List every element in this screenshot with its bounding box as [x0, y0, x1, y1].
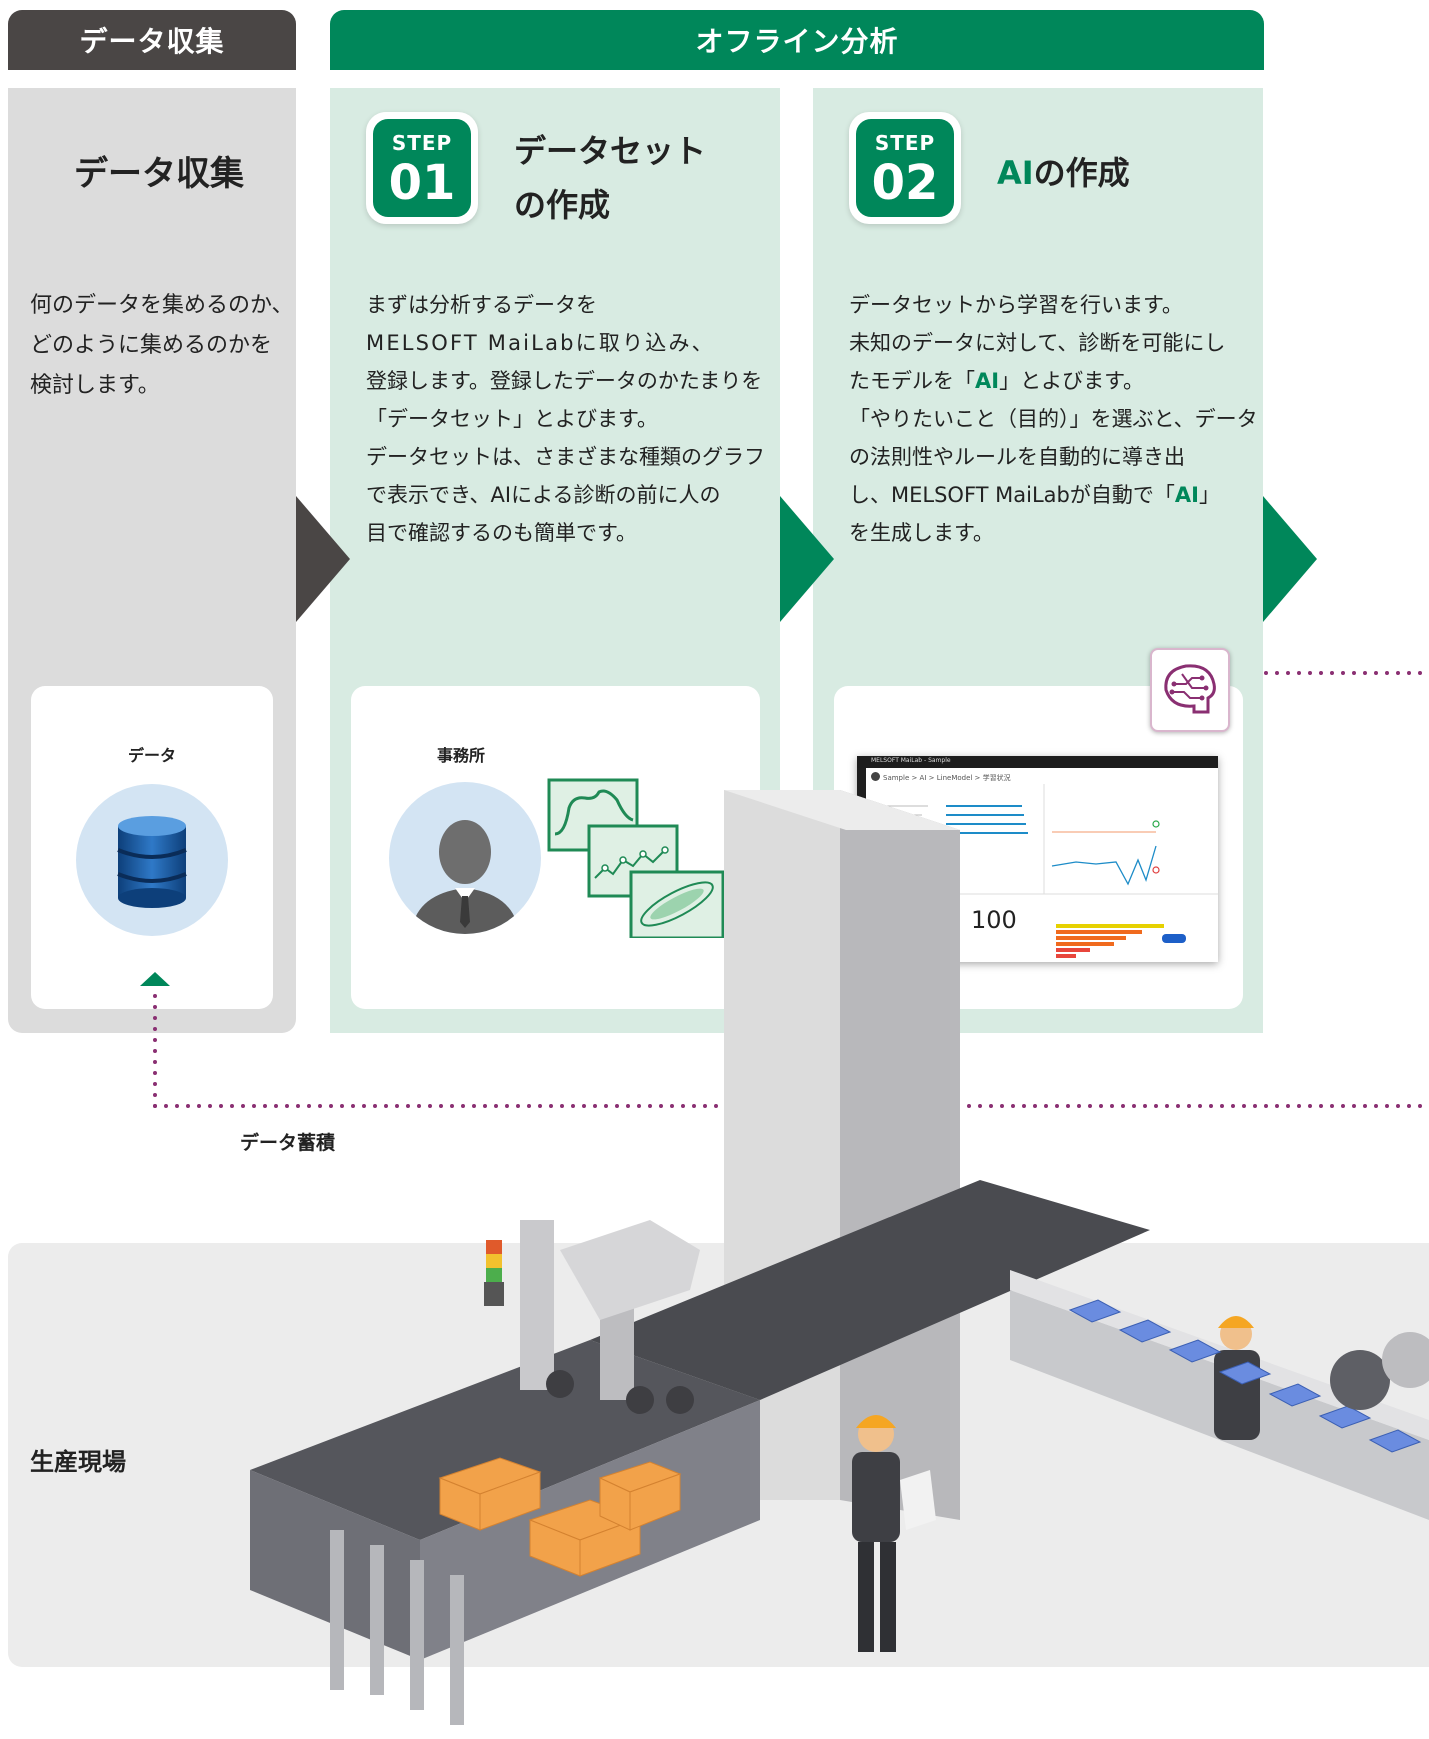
step2-badge-label: STEP	[874, 131, 936, 155]
step2-text: し、MELSOFT MaiLabが自動で「	[849, 483, 1175, 507]
collect-line: どのように集めるのかを	[30, 333, 273, 358]
step1-title: データセット の作成	[514, 124, 706, 232]
step1-line: 目で確認するのも簡単です。	[366, 521, 637, 545]
step1-badge-label: STEP	[391, 131, 453, 155]
step1-badge: STEP 01	[366, 112, 478, 224]
step1-description: まずは分析するデータを MELSOFT MaiLabに取り込み、 登録します。登…	[366, 286, 765, 552]
person-avatar-icon	[389, 782, 541, 934]
collect-line: 検討します。	[30, 373, 160, 398]
step1-line: 登録します。登録したデータのかたまりを	[366, 369, 763, 393]
step1-line: MELSOFT MaiLabに取り込み、	[366, 331, 715, 355]
step2-ai-highlight: AI	[975, 369, 1000, 393]
step2-line: の法則性やルールを自動的に導き出	[849, 445, 1185, 469]
step2-line: 「やりたいこと（目的）」を選ぶと、データ	[849, 407, 1258, 431]
step1-title-line: データセット	[514, 132, 707, 170]
collect-column: データ収集 何のデータを集めるのか、 どのように集めるのかを 検討します。 デー…	[8, 88, 296, 1033]
step2-text: 」とよびます。	[999, 369, 1144, 393]
step2-badge: STEP 02	[849, 112, 961, 224]
data-accumulation-label: データ蓄積	[240, 1132, 336, 1154]
step2-column: STEP 02 AIの作成 データセットから学習を行います。 未知のデータに対し…	[813, 88, 1263, 1033]
step2-text: たモデルを「	[849, 369, 975, 393]
step2-title-rest: の作成	[1033, 154, 1130, 192]
office-label: 事務所	[437, 746, 486, 765]
ai-brain-icon	[1150, 648, 1230, 732]
screenshot-app-title: MELSOFT MaiLab - Sample	[871, 757, 951, 764]
step1-title-line: の作成	[514, 186, 611, 224]
collect-line: 何のデータを集めるのか、	[30, 293, 294, 318]
step1-line: まずは分析するデータを	[366, 293, 597, 317]
step2-line: を生成します。	[849, 521, 994, 545]
step1-line: で表示でき、AIによる診断の前に人の	[366, 483, 721, 507]
chart-stack-icon	[547, 778, 737, 940]
step1-line: 「データセット」とよびます。	[366, 407, 658, 431]
header-data-collection: データ収集	[8, 10, 296, 70]
screenshot-breadcrumb: Sample > AI > LineModel > 学習状況	[883, 774, 1011, 782]
step2-line: たモデルを「AI」とよびます。	[849, 362, 1258, 400]
arrow-right-icon	[780, 496, 834, 622]
step2-line: データセットから学習を行います。	[849, 293, 1183, 317]
step2-ai-highlight: AI	[1174, 483, 1199, 507]
step2-title-ai: AI	[997, 154, 1034, 192]
arrow-right-icon	[296, 496, 350, 622]
step2-badge-number: 02	[871, 155, 939, 211]
collect-description: 何のデータを集めるのか、 どのように集めるのかを 検討します。	[30, 286, 294, 406]
step2-description: データセットから学習を行います。 未知のデータに対して、診断を可能にし たモデル…	[849, 286, 1258, 552]
step2-text: 」	[1198, 483, 1220, 507]
data-label: データ	[127, 746, 176, 765]
header-data-collection-label: データ収集	[79, 25, 225, 58]
step2-line: し、MELSOFT MaiLabが自動で「AI」	[849, 476, 1258, 514]
header-offline-analysis: オフライン分析	[330, 10, 1264, 70]
step1-column: STEP 01 データセット の作成 まずは分析するデータを MELSOFT M…	[330, 88, 780, 1033]
arrow-right-icon	[1263, 496, 1317, 622]
database-icon	[76, 784, 228, 936]
screenshot-titlebar: MELSOFT MaiLab - Sample	[857, 756, 1218, 768]
step1-line: データセットは、さまざまな種類のグラフ	[366, 445, 765, 469]
production-site-label: 生産現場	[30, 1448, 126, 1476]
step2-line: 未知のデータに対して、診断を可能にし	[849, 331, 1226, 355]
collect-title: データ収集	[74, 154, 244, 194]
step1-card: 事務所	[351, 686, 760, 1009]
screenshot-score: 100	[971, 906, 1017, 934]
step2-title: AIの作成	[997, 150, 1130, 196]
step2-badge-inner: STEP 02	[856, 119, 954, 217]
step1-badge-inner: STEP 01	[373, 119, 471, 217]
screenshot-avatar	[871, 772, 880, 781]
collect-card: データ	[31, 686, 273, 1009]
header-offline-analysis-label: オフライン分析	[695, 25, 899, 58]
step1-badge-number: 01	[388, 155, 456, 211]
